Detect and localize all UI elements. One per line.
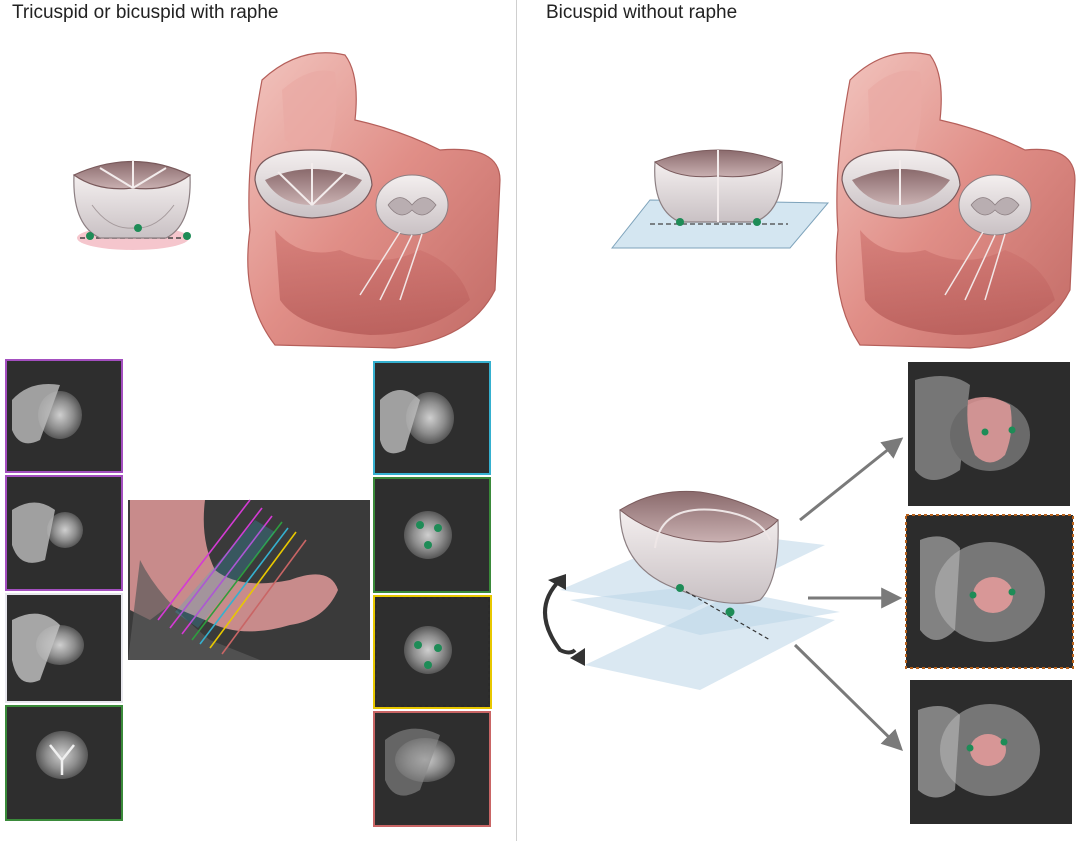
bicuspid-valve-illustration — [610, 149, 830, 249]
heart-cross-section-right — [835, 52, 1076, 349]
rotation-arrow-icon — [543, 578, 577, 655]
annulus-point — [676, 584, 684, 592]
annulus-point — [676, 218, 684, 226]
right-panel-title: Bicuspid without raphe — [546, 2, 738, 23]
pointer-arrows — [793, 437, 904, 751]
bicuspid-valve-planes — [543, 490, 840, 690]
heart-cross-section-left — [247, 52, 501, 349]
annulus-point — [753, 218, 761, 226]
left-panel-title: Tricuspid or bicuspid with raphe — [12, 2, 279, 23]
tricuspid-valve-illustration — [72, 160, 192, 250]
panel-divider — [516, 0, 517, 841]
ct-sagittal-view — [128, 499, 370, 660]
pointer-arrow-icon — [793, 643, 903, 751]
ct-slice-column-right — [373, 361, 492, 827]
annulus-point — [183, 232, 191, 240]
ct-slice-column-far-right — [905, 362, 1074, 824]
ct-slice-column-left — [5, 359, 123, 821]
annulus-point — [86, 232, 94, 240]
pointer-arrow-icon — [799, 437, 904, 522]
annulus-point — [725, 607, 735, 617]
annulus-point — [134, 224, 142, 232]
